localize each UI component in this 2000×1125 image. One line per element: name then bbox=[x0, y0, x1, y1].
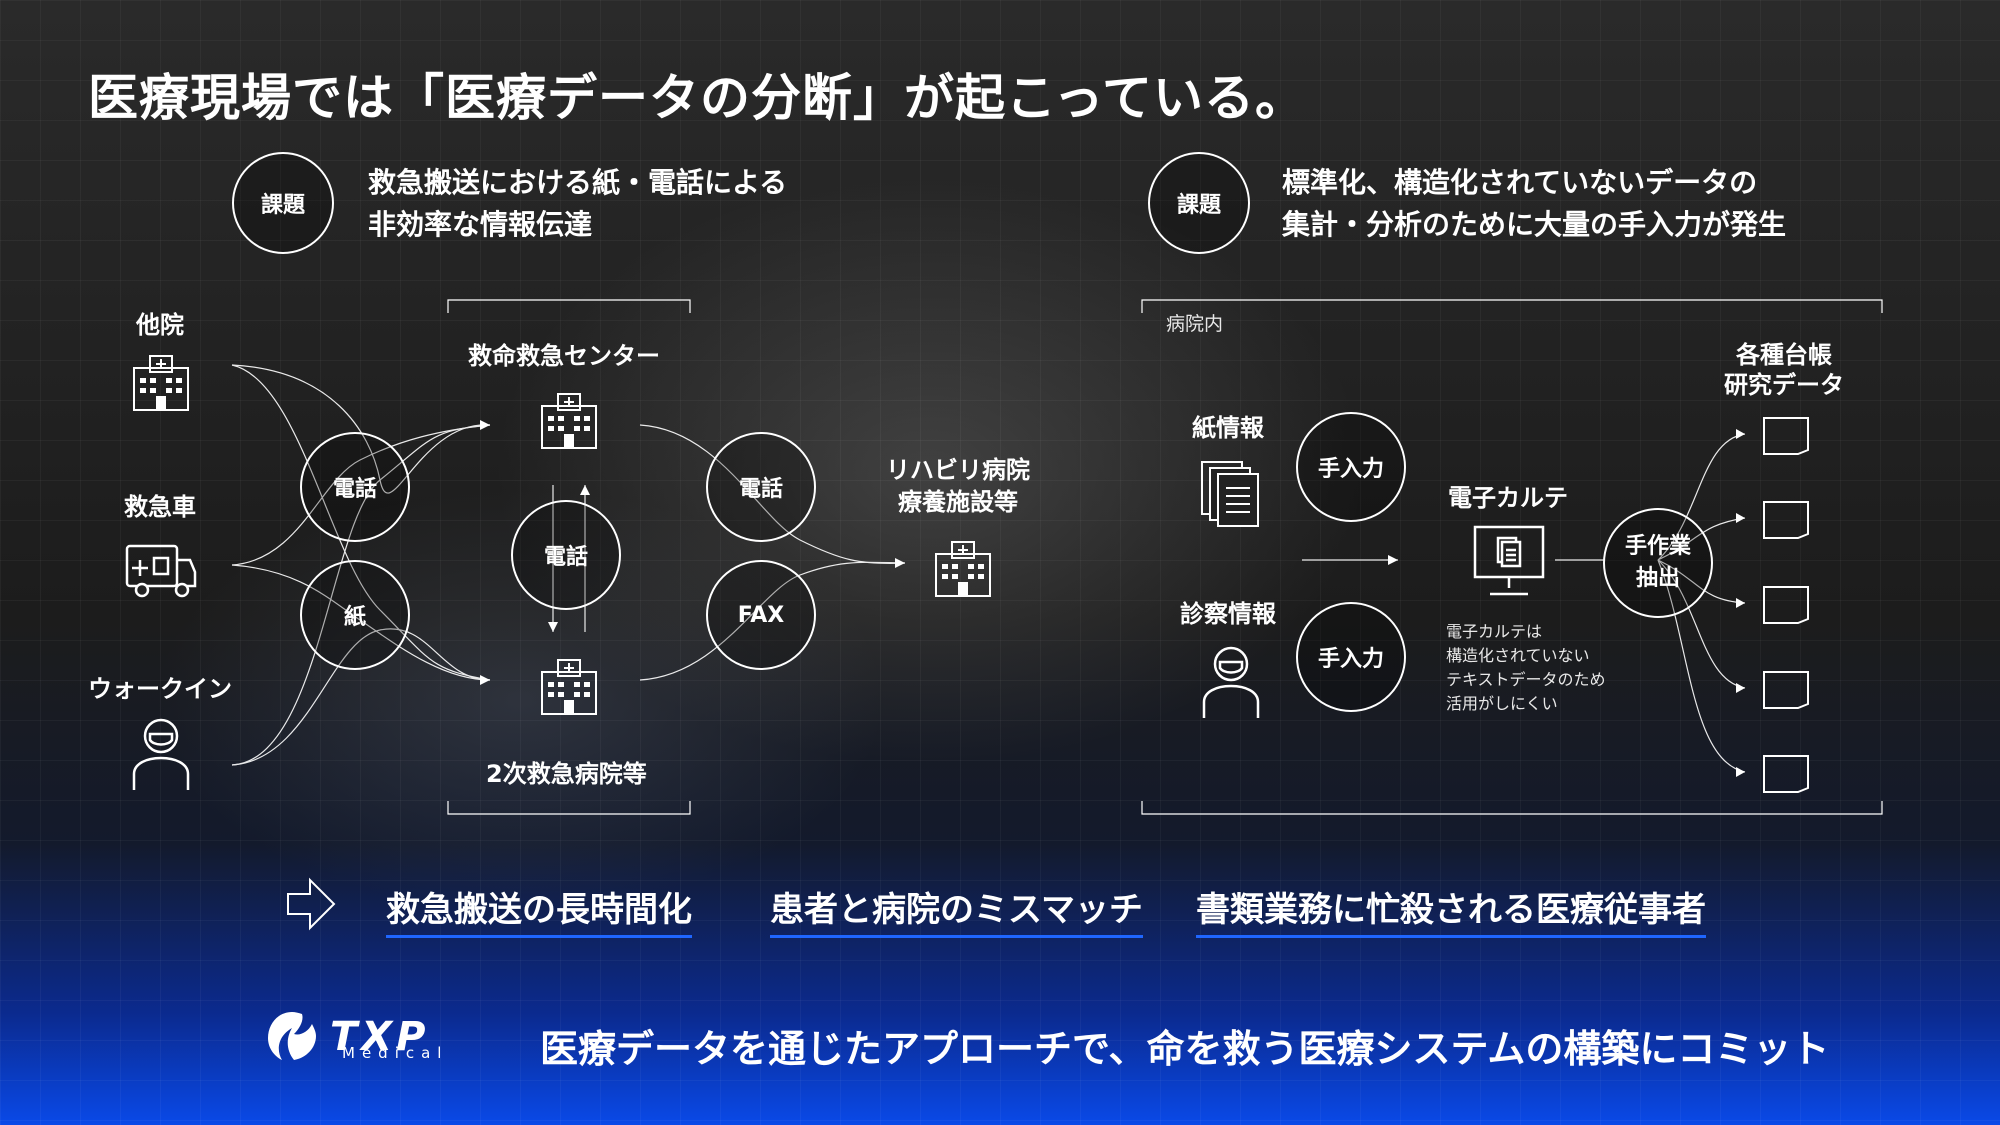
emr-note: 電子カルテは 構造化されていない テキストデータのため 活用がしにくい bbox=[1446, 620, 1606, 716]
emr-note-line-3: テキストデータのため bbox=[1446, 668, 1606, 692]
center-phone-circle: 電話 bbox=[511, 500, 621, 610]
arrow-right-icon bbox=[286, 876, 336, 932]
document-icon bbox=[1762, 416, 1810, 456]
bracket-label-in-hospital: 病院内 bbox=[1166, 312, 1223, 336]
issue-1-line-2: 非効率な情報伝達 bbox=[368, 204, 787, 246]
person-icon bbox=[130, 712, 192, 792]
hospital-icon bbox=[130, 352, 192, 414]
issue-1-line-1: 救急搬送における紙・電話による bbox=[368, 162, 787, 204]
issue-badge-2: 課題 bbox=[1148, 152, 1250, 254]
paper-info-label: 紙情報 bbox=[1192, 408, 1264, 443]
document-icon bbox=[1762, 585, 1810, 625]
source-walk-in-label: ウォークイン bbox=[88, 669, 232, 704]
out-phone-circle: 電話 bbox=[706, 432, 816, 542]
result-3: 書類業務に忙殺される医療従事者 bbox=[1196, 882, 1706, 938]
output-label: 各種台帳 研究データ bbox=[1724, 340, 1844, 400]
output-line-1: 各種台帳 bbox=[1724, 340, 1844, 370]
channel-paper-circle: 紙 bbox=[300, 560, 410, 670]
emr-note-line-1: 電子カルテは bbox=[1446, 620, 1606, 644]
manual-input-circle-2: 手入力 bbox=[1296, 602, 1406, 712]
documents-icon bbox=[1198, 458, 1262, 530]
channel-phone-circle: 電話 bbox=[300, 432, 410, 542]
issue-text-1: 救急搬送における紙・電話による 非効率な情報伝達 bbox=[368, 162, 787, 246]
source-ambulance-label: 救急車 bbox=[124, 487, 196, 522]
result-1: 救急搬送の長時間化 bbox=[386, 882, 692, 938]
document-icon bbox=[1762, 670, 1810, 710]
center-emergency-label: 救命救急センター bbox=[468, 336, 660, 371]
emr-note-line-2: 構造化されていない bbox=[1446, 644, 1606, 668]
extract-line-1: 手作業 bbox=[1625, 531, 1691, 563]
manual-extract-circle: 手作業 抽出 bbox=[1603, 508, 1713, 618]
extract-line-2: 抽出 bbox=[1636, 563, 1680, 595]
issue-2-line-2: 集計・分析のために大量の手入力が発生 bbox=[1282, 204, 1786, 246]
logo-sub: Medical bbox=[342, 1044, 448, 1062]
hospital-icon bbox=[538, 390, 600, 452]
person-icon bbox=[1200, 640, 1262, 720]
manual-input-circle-1: 手入力 bbox=[1296, 412, 1406, 522]
issue-badge-1: 課題 bbox=[232, 152, 334, 254]
document-icon bbox=[1762, 754, 1810, 794]
hospital-icon bbox=[538, 656, 600, 718]
issue-2-line-1: 標準化、構造化されていないデータの bbox=[1282, 162, 1786, 204]
output-line-2: 研究データ bbox=[1724, 370, 1844, 400]
page-title: 医療現場では「医療データの分断」が起こっている。 bbox=[88, 58, 1306, 130]
out-fax-circle: FAX bbox=[706, 560, 816, 670]
destination-line-2: 療養施設等 bbox=[886, 486, 1030, 518]
exam-info-label: 診察情報 bbox=[1180, 594, 1276, 629]
result-2: 患者と病院のミスマッチ bbox=[770, 882, 1143, 938]
destination-label: リハビリ病院 療養施設等 bbox=[886, 454, 1030, 518]
hospital-icon bbox=[932, 538, 994, 600]
bottom-message: 医療データを通じたアプローチで、命を救う医療システムの構築にコミット bbox=[540, 1018, 1829, 1073]
computer-icon bbox=[1472, 524, 1546, 598]
emr-label: 電子カルテ bbox=[1448, 478, 1568, 513]
document-icon bbox=[1762, 500, 1810, 540]
issue-text-2: 標準化、構造化されていないデータの 集計・分析のために大量の手入力が発生 bbox=[1282, 162, 1786, 246]
source-other-hospital-label: 他院 bbox=[136, 305, 184, 340]
emr-note-line-4: 活用がしにくい bbox=[1446, 692, 1606, 716]
logo-mark-icon bbox=[264, 1008, 320, 1064]
ambulance-icon bbox=[124, 540, 198, 600]
center-secondary-label: 2次救急病院等 bbox=[486, 754, 647, 789]
destination-line-1: リハビリ病院 bbox=[886, 454, 1030, 486]
